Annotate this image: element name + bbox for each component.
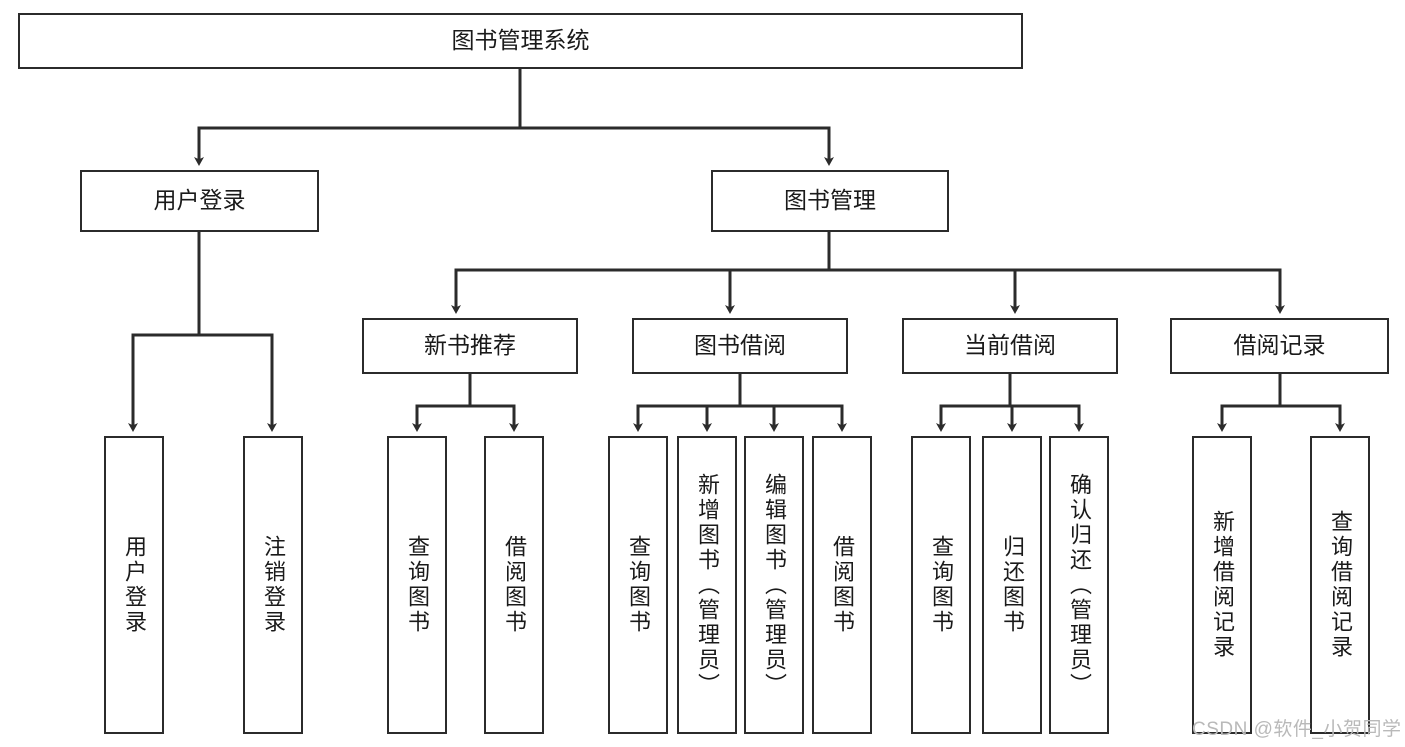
node-leaf-confirm-return-label: 确认归还（管理员） [1067,472,1092,698]
node-leaf-query-record[interactable]: 查询借阅记录 [1310,436,1370,734]
node-leaf-add-record-label: 新增借阅记录 [1210,510,1235,660]
csdn-watermark: CSDN @软件_小贺同学 [1192,719,1402,740]
node-leaf-query-book-2-label: 查询图书 [626,535,651,635]
node-leaf-query-book-1[interactable]: 查询图书 [387,436,447,734]
node-leaf-query-book-1-label: 查询图书 [405,535,430,635]
node-current-borrow-label: 当前借阅 [964,332,1056,359]
node-book-borrow-label: 图书借阅 [694,332,786,359]
node-book-manage-label: 图书管理 [784,187,876,214]
node-leaf-query-book-3[interactable]: 查询图书 [911,436,971,734]
node-leaf-add-book[interactable]: 新增图书（管理员） [677,436,737,734]
node-leaf-add-record[interactable]: 新增借阅记录 [1192,436,1252,734]
node-new-book-rec[interactable]: 新书推荐 [362,318,578,374]
node-leaf-return-book-label: 归还图书 [1000,535,1025,635]
node-root-system[interactable]: 图书管理系统 [18,13,1023,69]
node-new-book-rec-label: 新书推荐 [424,332,516,359]
node-leaf-user-login[interactable]: 用户登录 [104,436,164,734]
node-leaf-user-logout[interactable]: 注销登录 [243,436,303,734]
node-leaf-edit-book[interactable]: 编辑图书（管理员） [744,436,804,734]
node-user-login-label: 用户登录 [153,187,246,214]
node-leaf-add-book-label: 新增图书（管理员） [695,472,720,698]
node-leaf-query-record-label: 查询借阅记录 [1328,510,1353,660]
node-leaf-borrow-book-1-label: 借阅图书 [502,535,527,635]
node-leaf-confirm-return[interactable]: 确认归还（管理员） [1049,436,1109,734]
node-leaf-borrow-book-1[interactable]: 借阅图书 [484,436,544,734]
node-borrow-record[interactable]: 借阅记录 [1170,318,1389,374]
node-book-manage[interactable]: 图书管理 [711,170,949,232]
node-leaf-user-logout-label: 注销登录 [261,535,286,635]
node-leaf-return-book[interactable]: 归还图书 [982,436,1042,734]
node-leaf-query-book-2[interactable]: 查询图书 [608,436,668,734]
node-book-borrow[interactable]: 图书借阅 [632,318,848,374]
node-leaf-query-book-3-label: 查询图书 [929,535,954,635]
node-root-label: 图书管理系统 [451,27,590,54]
node-current-borrow[interactable]: 当前借阅 [902,318,1118,374]
node-leaf-borrow-book-2[interactable]: 借阅图书 [812,436,872,734]
node-borrow-record-label: 借阅记录 [1233,332,1326,359]
node-leaf-user-login-label: 用户登录 [122,535,147,635]
node-leaf-borrow-book-2-label: 借阅图书 [830,535,855,635]
node-leaf-edit-book-label: 编辑图书（管理员） [762,472,787,698]
node-user-login[interactable]: 用户登录 [80,170,319,232]
